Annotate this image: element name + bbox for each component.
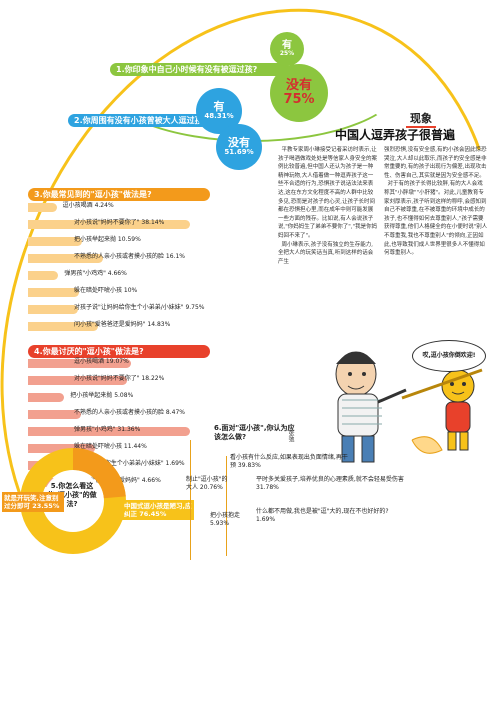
q3-bar-label: 问小孩"爱爸爸还是爱妈妈" 14.83% xyxy=(74,321,171,328)
q4-bar xyxy=(28,376,128,385)
q2-no-circle: 没有 51.69% xyxy=(216,124,262,170)
q4-question: 4.你最讨厌的"逗小孩"做法是? xyxy=(28,345,210,358)
q3-bar xyxy=(28,237,82,246)
q3-bar-label: 逗小孩喝酒 4.24% xyxy=(62,202,114,209)
q5-slice-joke xyxy=(20,448,126,554)
q1-yes-circle: 有 25% xyxy=(270,32,304,66)
q4-bar-label: 把小孩举起来抛 5.08% xyxy=(70,392,134,399)
q5-question: 5.你怎么看这些"逗小孩"的做法? xyxy=(47,482,97,508)
q3-bar xyxy=(28,271,59,280)
q6-answer: 什么都不用做,我也是被"逗"大的,现在不也好好的? 1.69% xyxy=(256,508,389,523)
cartoon-speech-text: 哎,逗小孩你倒欢迎! xyxy=(422,352,476,359)
q6-connector xyxy=(190,440,191,560)
q1-yes-value: 25% xyxy=(279,50,295,58)
q1-yes-label: 有 xyxy=(282,40,292,52)
q3-bar xyxy=(28,254,104,263)
article-column-2: 强烈恐惧,没有安全感,有的小孩会因此惊恐哭泣,大人却以此取乐,而孩子的安全感是非… xyxy=(384,147,488,257)
q3-bar-label: 对孩子说"让妈妈给你生个小弟弟/小妹妹" 9.75% xyxy=(74,304,205,311)
q6-answer: 看小孩有什么反应,如果表现出负面情绪,再干预 39.83% xyxy=(230,454,348,469)
q1-question: 1.你印象中自己小时候有没有被逗过孩? xyxy=(110,63,290,76)
q4-bar-label: 对孩子说"让妈妈给你生个小弟弟/小妹妹" 1.69% xyxy=(54,460,185,467)
q2-yes-label: 有 xyxy=(213,100,225,114)
q4-bar xyxy=(28,393,65,402)
q2-yes-value: 48.31% xyxy=(204,112,234,121)
q6-connector xyxy=(226,456,227,556)
q3-bar-label: 把小孩举起来抛 10.59% xyxy=(74,236,141,243)
q2-no-label: 没有 xyxy=(228,136,250,150)
q3-bar xyxy=(28,322,99,331)
q6-question: 6.面对"逗小孩",你认为应该怎么做? xyxy=(214,424,295,441)
q2-no-value: 51.69% xyxy=(224,148,254,157)
q2-question: 2.你周围有没有小孩曾被大人逗过孩? xyxy=(68,114,210,127)
q6-answer: 把小孩抱走 5.93% xyxy=(210,512,241,527)
q3-bar-label: 躲在暗处吓唬小孩 10% xyxy=(74,287,138,294)
q4-bar-label: 逗小孩喝酒 19.07% xyxy=(74,358,129,365)
q4-bar xyxy=(28,359,132,368)
q4-bar xyxy=(28,427,190,436)
q4-bar-label: 对小孩说"妈妈不要你了" 18.22% xyxy=(74,375,165,382)
q4-bar-label: 不熟悉的人亲小孩或者摸小孩的脸 8.47% xyxy=(74,409,185,416)
q3-bar-label: 对小孩说"妈妈不要你了" 38.14% xyxy=(74,219,165,226)
cartoon-speech-bubble: 哎,逗小孩你倒欢迎! xyxy=(412,340,486,372)
q3-bar xyxy=(28,305,79,314)
q4-bar-label: 躲在暗处吓唬小孩 11.44% xyxy=(74,443,147,450)
q1-no-circle: 没有 75% xyxy=(270,64,328,122)
q5-answer-a: 就是开玩笑,注意别过分即可 23.55% xyxy=(2,492,64,512)
q3-bar xyxy=(28,203,57,212)
q3-bar xyxy=(28,288,80,297)
q6-answer: 平时多关爱孩子,培养优良的心理素质,就不会轻易受伤害 31.78% xyxy=(256,476,404,491)
q6-answer: 制止"逗小孩"的大人 20.76% xyxy=(186,476,228,491)
cartoon-illustration xyxy=(282,330,496,468)
q3-bar-label: 不熟悉的人亲小孩或者摸小孩的脸 16.1% xyxy=(74,253,185,260)
q3-bar-label: 弹男孩"小鸡鸡" 4.66% xyxy=(64,270,127,277)
article-tag: 现象 xyxy=(406,110,436,128)
q4-bar xyxy=(28,444,95,453)
article-headline: 中国人逗弄孩子很普遍 xyxy=(334,128,455,142)
q1-no-value: 75% xyxy=(283,92,315,107)
q4-bar xyxy=(28,410,81,419)
cartoon-signature: 张弛 xyxy=(287,430,294,442)
q3-bar xyxy=(28,220,190,229)
q1-no-label: 没有 xyxy=(285,77,312,93)
article-column-1: 平教专家周小琳接受记者采访时表示,让孩子喝酒做戏处处是等信家人身安全的案例比较普… xyxy=(278,147,378,265)
q5-answer-b: 中国式逗小孩是陋习,应纠正 76.45% xyxy=(122,500,194,520)
q3-question: 3.你最常见到的"逗小孩"做法是? xyxy=(28,188,210,201)
q4-bar-label: 弹男孩"小鸡鸡" 31.36% xyxy=(74,426,141,433)
